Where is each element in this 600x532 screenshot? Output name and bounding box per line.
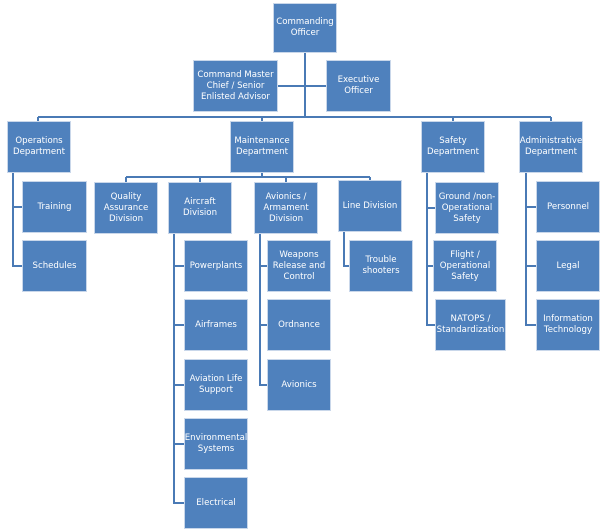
box-environmental-systems: Environmental Systems xyxy=(184,418,248,470)
box-aircraft-division: Aircraft Division xyxy=(168,182,232,234)
box-schedules: Schedules xyxy=(22,240,87,292)
box-electrical: Electrical xyxy=(184,477,248,529)
box-avionics: Avionics xyxy=(267,359,331,411)
box-personnel: Personnel xyxy=(536,181,600,233)
box-information-technology: Information Technology xyxy=(536,299,600,351)
box-trouble-shooters: Trouble shooters xyxy=(349,240,413,292)
box-maintenance-department: Maintenance Department xyxy=(230,121,294,173)
box-quality-assurance-division: Quality Assurance Division xyxy=(94,182,158,234)
box-commanding-officer: Commanding Officer xyxy=(273,3,337,53)
box-ground-safety: Ground /non-Operational Safety xyxy=(435,182,499,234)
box-powerplants: Powerplants xyxy=(184,240,248,292)
box-line-division: Line Division xyxy=(338,180,402,232)
box-training: Training xyxy=(22,181,87,233)
box-weapons-release-and-control: Weapons Release and Control xyxy=(267,240,331,292)
box-ordnance: Ordnance xyxy=(267,299,331,351)
box-command-master-chief: Command Master Chief / Senior Enlisted A… xyxy=(193,60,278,112)
box-airframes: Airframes xyxy=(184,299,248,351)
box-operations-department: Operations Department xyxy=(7,121,71,173)
box-avionics-armament-division: Avionics / Armament Division xyxy=(254,182,318,234)
box-flight-safety: Flight / Operational Safety xyxy=(433,240,497,292)
box-safety-department: Safety Department xyxy=(421,121,485,173)
box-administrative-department: Administrative Department xyxy=(519,121,583,173)
box-executive-officer: Executive Officer xyxy=(326,60,391,112)
box-aviation-life-support: Aviation Life Support xyxy=(184,359,248,411)
box-legal: Legal xyxy=(536,240,600,292)
box-natops-standardization: NATOPS / Standardization xyxy=(435,299,506,351)
